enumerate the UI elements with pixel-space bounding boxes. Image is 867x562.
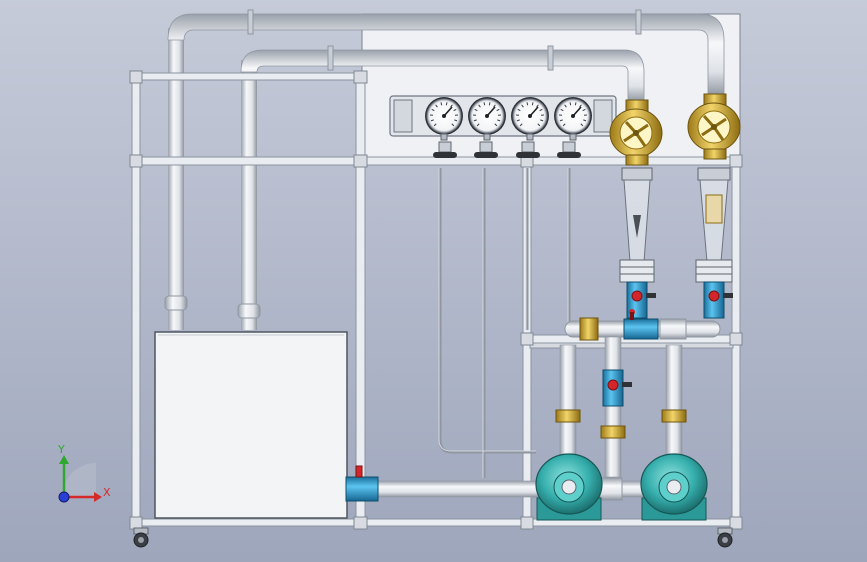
outer-return-pipe [167, 9, 725, 330]
rotameter-right [695, 167, 733, 283]
outer-pipe-coupling [164, 295, 188, 311]
gauge-board-right-tab [593, 99, 613, 133]
inner-pipe-coupling [237, 303, 261, 319]
axis-triad: X Y [57, 443, 111, 503]
pressure-tap-lines-highlight [438, 168, 569, 478]
pressure-gauge-3 [511, 97, 549, 141]
gauge-valves [433, 141, 581, 158]
caster-wheel-left [133, 527, 149, 548]
pump-right [640, 453, 708, 521]
back-panel [361, 13, 741, 165]
water-tank [154, 331, 348, 519]
y-axis-arrowhead [59, 455, 69, 464]
y-axis-label: Y [57, 443, 65, 456]
rotameter-left [619, 167, 655, 283]
x-axis-arrowhead [94, 492, 102, 502]
pressure-gauge-4 [554, 97, 592, 141]
pump-left [535, 453, 603, 521]
blue-valve-right [703, 281, 733, 319]
pressure-gauge-1 [425, 97, 463, 141]
blue-valve-center [602, 369, 632, 407]
caster-wheel-right [717, 527, 733, 548]
gauge-board-left-tab [393, 99, 413, 133]
discharge-manifold [564, 309, 721, 341]
x-axis-label: X [103, 486, 111, 499]
z-axis-dot [58, 491, 70, 503]
turbine-meter-left [609, 99, 663, 166]
pressure-gauge-2 [468, 97, 506, 141]
turbine-meter-right [687, 93, 741, 160]
